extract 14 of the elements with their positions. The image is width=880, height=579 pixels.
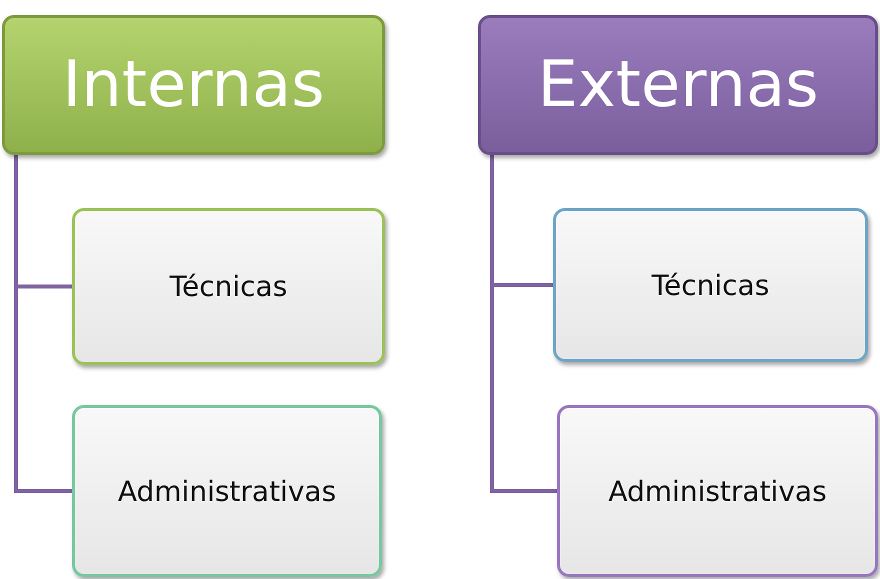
item-box <box>72 208 385 365</box>
item-box <box>553 208 868 362</box>
item-label: Administrativas <box>118 474 336 508</box>
connector-line <box>14 155 72 493</box>
category-box <box>2 15 385 155</box>
category-box <box>478 15 878 155</box>
category-title: Internas <box>62 48 325 122</box>
item-label: Técnicas <box>170 270 288 303</box>
connector-line <box>490 155 557 493</box>
item-label: Técnicas <box>652 268 770 302</box>
item-box <box>72 405 382 577</box>
item-box <box>557 405 878 577</box>
category-title: Externas <box>537 48 819 122</box>
item-label: Administrativas <box>608 474 827 508</box>
